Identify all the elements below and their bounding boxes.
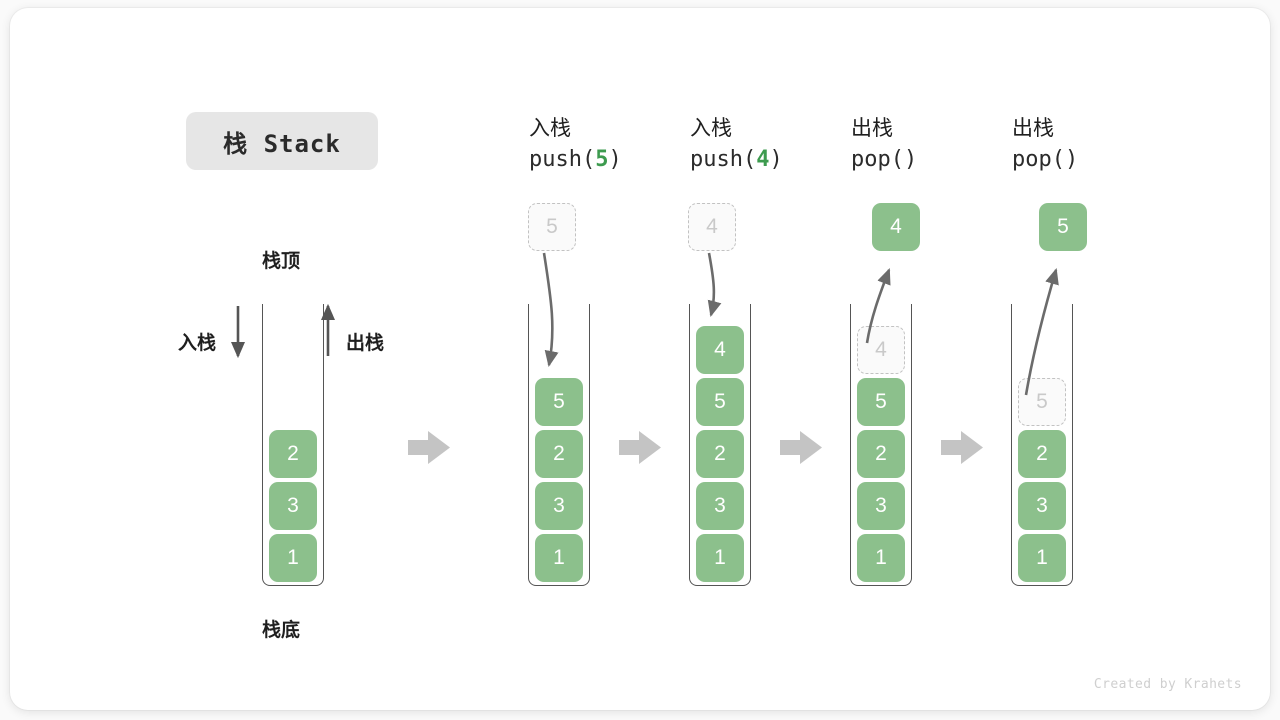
push-direction-label: 入栈 — [178, 333, 217, 354]
stack-cell: 2 — [857, 430, 905, 478]
stack-walls — [528, 304, 590, 586]
popped-box-5: 5 — [1039, 203, 1087, 251]
stack-cell: 3 — [535, 482, 583, 530]
stack-cell: 3 — [696, 482, 744, 530]
flow-arrow — [408, 431, 450, 464]
code-arg: 4 — [756, 147, 770, 173]
stack-cell: 1 — [535, 534, 583, 582]
stack-cells: 1 3 2 5 4 — [850, 326, 912, 582]
code-suffix: ) — [608, 147, 622, 173]
stack-after-push-5: 1 3 2 5 — [528, 304, 590, 586]
stack-bottom-label: 栈底 — [262, 620, 301, 641]
operation-cn-text: 入栈 — [529, 117, 571, 140]
footer-credit: Created by Krahets — [1093, 677, 1242, 692]
operation-cn-text: 入栈 — [690, 117, 732, 140]
operation-label-push-5: 入栈 push(5) — [529, 114, 622, 176]
stack-walls — [850, 304, 912, 586]
stack-cells: 1 3 2 5 — [528, 378, 590, 582]
stack-cell: 5 — [857, 378, 905, 426]
stack-cell: 3 — [1018, 482, 1066, 530]
stack-cell: 2 — [696, 430, 744, 478]
stack-after-pop-5: 1 3 2 5 — [1011, 304, 1073, 586]
stack-cell: 1 — [857, 534, 905, 582]
stack-cell: 2 — [535, 430, 583, 478]
stack-cell: 2 — [1018, 430, 1066, 478]
incoming-ghost-box-4: 4 — [688, 203, 736, 251]
code-prefix: push( — [529, 147, 596, 173]
stack-walls — [262, 304, 324, 586]
stack-cell: 5 — [535, 378, 583, 426]
diagram-card: 栈 Stack 栈顶 栈底 入栈 出栈 1 3 2 入栈 push(5) 5 1… — [10, 8, 1270, 710]
stack-cell: 1 — [269, 534, 317, 582]
flow-arrow — [780, 431, 822, 464]
operation-label-pop-4: 出栈 pop() — [851, 114, 917, 176]
stack-cell: 5 — [696, 378, 744, 426]
code-prefix: push( — [690, 147, 757, 173]
code-arg: 5 — [595, 147, 609, 173]
operation-cn-text: 出栈 — [1012, 117, 1054, 140]
code-prefix: pop( — [851, 147, 904, 173]
code-suffix: ) — [769, 147, 783, 173]
diagram-stage: 栈 Stack 栈顶 栈底 入栈 出栈 1 3 2 入栈 push(5) 5 1… — [10, 8, 1270, 710]
code-suffix: ) — [1064, 147, 1079, 173]
operation-code-text: push(4) — [690, 144, 783, 176]
code-suffix: ) — [903, 147, 918, 173]
stack-cell: 1 — [1018, 534, 1066, 582]
stack-cells: 1 3 2 5 4 — [689, 326, 751, 582]
operation-code-text: pop() — [1012, 144, 1078, 176]
stack-cells: 1 3 2 — [262, 430, 324, 582]
stack-after-push-4: 1 3 2 5 4 — [689, 304, 751, 586]
stack-top-label: 栈顶 — [262, 251, 301, 272]
incoming-ghost-box-5: 5 — [528, 203, 576, 251]
operation-cn-text: 出栈 — [851, 117, 893, 140]
stack-cell: 1 — [696, 534, 744, 582]
code-prefix: pop( — [1012, 147, 1065, 173]
stack-walls — [689, 304, 751, 586]
vacated-ghost-cell-4: 4 — [857, 326, 905, 374]
stack-initial: 1 3 2 — [262, 304, 324, 586]
operation-label-push-4: 入栈 push(4) — [690, 114, 783, 176]
stack-after-pop-4: 1 3 2 5 4 — [850, 304, 912, 586]
pop-direction-label: 出栈 — [346, 333, 385, 354]
stack-cell: 2 — [269, 430, 317, 478]
stack-cell: 3 — [857, 482, 905, 530]
operation-label-pop-5: 出栈 pop() — [1012, 114, 1078, 176]
popped-box-4: 4 — [872, 203, 920, 251]
stack-walls — [1011, 304, 1073, 586]
stack-cell: 3 — [269, 482, 317, 530]
operation-code-text: push(5) — [529, 144, 622, 176]
operation-code-text: pop() — [851, 144, 917, 176]
vacated-ghost-cell-5: 5 — [1018, 378, 1066, 426]
stack-cell: 4 — [696, 326, 744, 374]
diagram-title-badge: 栈 Stack — [186, 112, 378, 170]
flow-arrow — [941, 431, 983, 464]
flow-arrow — [619, 431, 661, 464]
stack-cells: 1 3 2 5 — [1011, 378, 1073, 582]
